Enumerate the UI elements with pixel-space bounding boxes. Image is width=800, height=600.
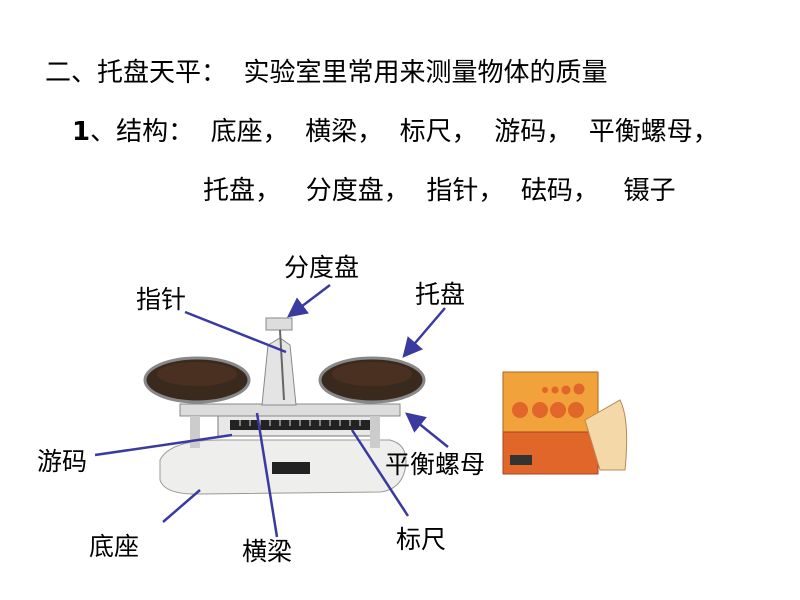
label-beam: 横梁 [242, 537, 293, 566]
scale-plate-arrow [287, 284, 331, 318]
rider-line [94, 433, 233, 457]
weight-box [502, 371, 628, 475]
pointer-shape [279, 329, 285, 401]
structure-list-1: 、结构： 底座， 横梁， 标尺， 游码， 平衡螺母， [90, 117, 719, 147]
scale-plate-shape [265, 317, 293, 331]
ruler-line [350, 429, 410, 517]
label-balance-nut: 平衡螺母 [385, 450, 486, 479]
label-base: 底座 [89, 532, 140, 561]
base-label-plate [272, 462, 310, 474]
pillar [261, 337, 297, 406]
label-pan: 托盘 [415, 280, 466, 309]
balance-illustration [143, 317, 426, 495]
label-scale-plate: 分度盘 [284, 253, 360, 282]
structure-line: 1、结构： 底座， 横梁， 标尺， 游码， 平衡螺母， [72, 119, 719, 145]
pointer-line [184, 310, 287, 354]
base-line [162, 489, 201, 523]
beam-top [179, 403, 401, 417]
pan-arrow [402, 307, 446, 358]
balance-nut-arrow [405, 412, 449, 448]
beam-line [255, 412, 279, 538]
item-number: 1 [72, 117, 91, 147]
label-ruler: 标尺 [396, 525, 447, 554]
label-pointer: 指针 [136, 285, 187, 314]
hand-with-tweezers [584, 399, 628, 471]
label-rider: 游码 [37, 447, 88, 476]
title-line: 二、托盘天平： 实验室里常用来测量物体的质量 [45, 58, 608, 88]
callout-lines [94, 284, 449, 538]
structure-list-2: 托盘， 分度盘， 指针， 砝码， 镊子 [203, 176, 676, 206]
